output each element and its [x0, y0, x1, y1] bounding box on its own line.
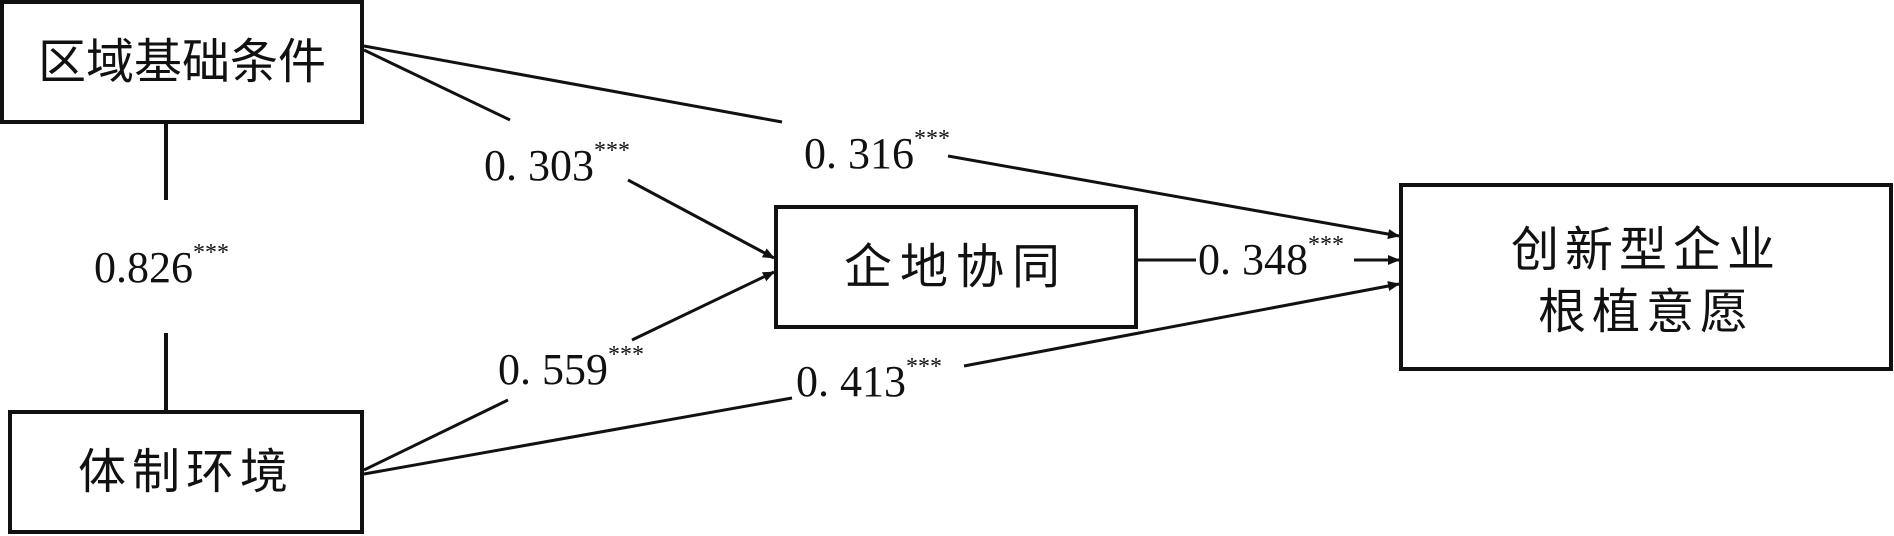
node-box-enterprise-local-synergy — [774, 205, 1138, 329]
node-box-institutional-environment — [8, 410, 364, 534]
path-institutional-to-willingness-upper — [963, 281, 1400, 368]
path-institutional-to-synergy-upper — [631, 270, 775, 342]
node-label-institutional-environment: 体制环境 — [78, 444, 294, 500]
path-regional-to-willingness-upper — [363, 44, 783, 124]
node-label-willingness-line2: 根植意愿 — [1538, 284, 1754, 340]
path-institutional-to-synergy-lower — [363, 398, 509, 472]
path-regional-to-willingness-lower — [947, 154, 1400, 240]
coef-synergy-to-willingness: 0. 348*** — [1198, 232, 1344, 284]
path-regional-to-synergy-upper — [363, 48, 511, 122]
node-label-regional-conditions: 区域基础条件 — [38, 34, 326, 90]
coef-correlation: 0.826*** — [94, 240, 229, 292]
coef-institutional-to-willingness: 0. 413*** — [796, 354, 942, 406]
coef-regional-to-willingness: 0. 316*** — [804, 126, 950, 178]
path-regional-to-synergy-lower — [627, 178, 775, 260]
node-box-embedding-willingness — [1399, 183, 1893, 371]
path-institutional-to-willingness-lower — [363, 396, 793, 476]
node-label-enterprise-local-synergy: 企地协同 — [844, 239, 1068, 295]
coef-regional-to-synergy: 0. 303*** — [484, 138, 630, 190]
node-box-regional-conditions — [0, 0, 364, 124]
node-label-willingness-line1: 创新型企业 — [1511, 222, 1781, 278]
coef-institutional-to-synergy: 0. 559*** — [498, 342, 644, 394]
